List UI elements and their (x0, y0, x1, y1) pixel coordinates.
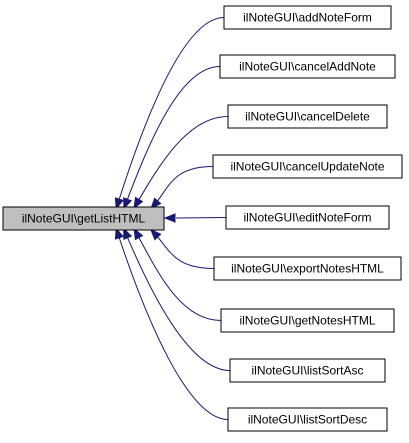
edge-cancelupdatenote-to-getlisthtml (154, 166, 214, 205)
edge-arrowhead (123, 197, 133, 210)
edge-arrowhead (150, 197, 162, 210)
node-label: ilNoteGUI\getListHTML (22, 212, 146, 226)
node-caller-canceladdnote[interactable]: ilNoteGUI\cancelAddNote (219, 54, 396, 79)
edge-canceladdnote-to-getlisthtml (125, 66, 221, 204)
edge-listsortasc-to-getlisthtml (125, 233, 231, 371)
node-caller-addnoteform[interactable]: ilNoteGUI\addNoteForm (223, 5, 392, 30)
node-label: ilNoteGUI\getNotesHTML (239, 314, 375, 328)
edge-exportnoteshtml-to-getlisthtml (154, 233, 215, 269)
edge-arrowhead (114, 227, 124, 240)
edge-arrowhead (114, 197, 124, 211)
edge-arrowhead (133, 227, 144, 241)
node-label: ilNoteGUI\cancelAddNote (239, 60, 376, 74)
node-label: ilNoteGUI\exportNotesHTML (231, 262, 384, 276)
nodes-layer: ilNoteGUI\getListHTML ilNoteGUI\addNoteF… (2, 5, 403, 432)
node-caller-editnoteform[interactable]: ilNoteGUI\editNoteForm (225, 205, 390, 230)
node-label: ilNoteGUI\editNoteForm (243, 211, 371, 225)
edge-listsortdesc-to-getlisthtml (117, 233, 229, 420)
node-caller-exportnoteshtml[interactable]: ilNoteGUI\exportNotesHTML (213, 256, 402, 281)
node-caller-listsortasc[interactable]: ilNoteGUI\listSortAsc (229, 358, 386, 383)
edge-arrowhead (133, 196, 144, 210)
node-caller-cancelupdatenote[interactable]: ilNoteGUI\cancelUpdateNote (212, 154, 403, 179)
edge-arrowhead (123, 227, 133, 240)
edge-arrowhead (149, 228, 162, 241)
node-label: ilNoteGUI\listSortAsc (251, 364, 363, 378)
edge-getnoteshtml-to-getlisthtml (136, 233, 222, 321)
node-focus-getlisthtml[interactable]: ilNoteGUI\getListHTML (2, 206, 165, 231)
node-label: ilNoteGUI\listSortDesc (248, 413, 367, 427)
edge-addnoteform-to-getlisthtml (117, 17, 225, 204)
node-label: ilNoteGUI\cancelDelete (245, 110, 370, 124)
edge-canceldelete-to-getlisthtml (136, 116, 229, 204)
node-caller-getnoteshtml[interactable]: ilNoteGUI\getNotesHTML (220, 308, 395, 333)
edges-layer (114, 17, 231, 420)
node-caller-listsortdesc[interactable]: ilNoteGUI\listSortDesc (227, 407, 388, 432)
edge-editnoteform-to-getlisthtml (175, 217, 227, 219)
node-label: ilNoteGUI\addNoteForm (243, 11, 372, 25)
node-label: ilNoteGUI\cancelUpdateNote (230, 160, 384, 174)
node-caller-canceldelete[interactable]: ilNoteGUI\cancelDelete (227, 104, 388, 129)
edge-arrowhead (163, 213, 176, 223)
